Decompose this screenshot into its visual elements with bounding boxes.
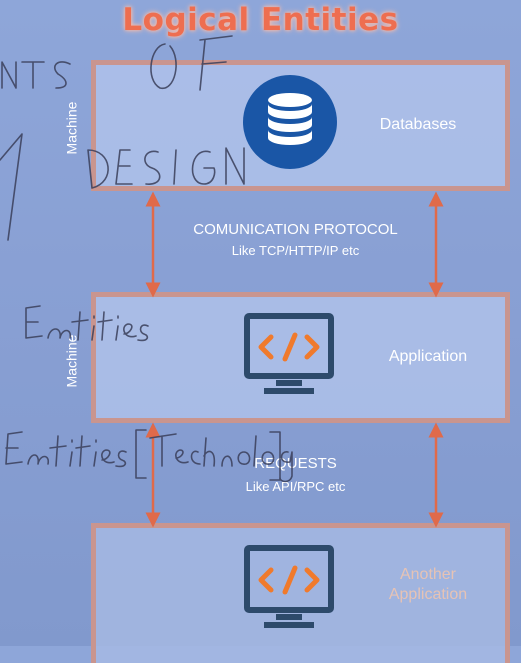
requests-subtitle: Like API/RPC etc: [245, 479, 346, 494]
page-title: Logical Entities: [122, 2, 399, 38]
requests-title: REQUESTS: [254, 455, 337, 472]
code-monitor-icon-2: [244, 545, 334, 628]
comm-protocol-subtitle: Like TCP/HTTP/IP etc: [231, 243, 360, 258]
code-monitor-icon: [244, 313, 334, 394]
database-icon: [243, 75, 337, 169]
handwriting-scribbles: [0, 35, 293, 483]
diagram-overlay: [0, 35, 444, 628]
another-application-label: Another Application: [388, 566, 468, 603]
comm-protocol-title: COMUNICATION PROTOCOL: [193, 221, 398, 238]
databases-label: Databases: [379, 116, 457, 133]
application-label: Application: [388, 348, 468, 365]
